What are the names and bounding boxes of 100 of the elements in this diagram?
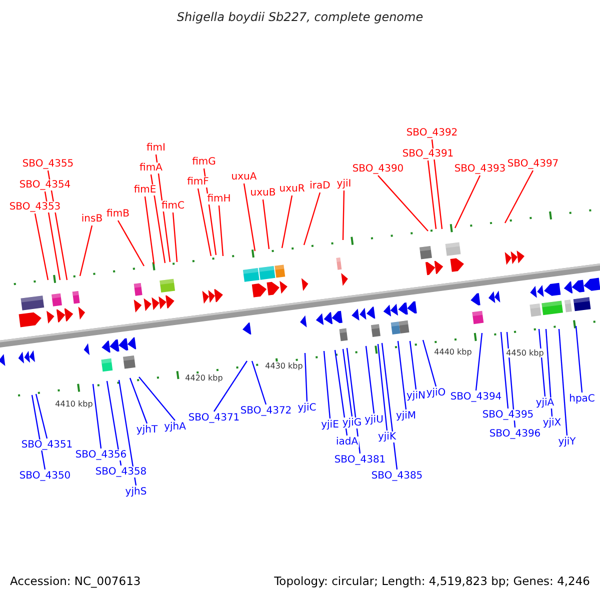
leader-line [381,342,398,470]
gene-label: SBO_4397 [506,158,560,170]
gene-label: SBO_4395 [481,410,535,420]
leader-line [34,213,49,280]
gene-label: SBO_4391 [401,148,455,160]
gene-label: fimG [191,156,217,168]
gene-label: yjiO [425,388,447,398]
gene-label: yjiN [406,390,426,402]
gene-label: hpaC [568,394,596,404]
gene-label: fimA [138,162,164,174]
position-label: 4410 kbp [55,400,93,408]
leader-line [427,160,437,230]
gene-label: SBO_4385 [370,470,424,482]
map-title: Shigella boydii Sb227, complete genome [176,10,424,24]
leader-line [44,191,61,280]
leader-line [243,183,256,252]
leader-line [197,188,212,256]
gene-label: SBO_4372 [239,406,293,416]
gene-label: yjiM [394,410,418,422]
leader-line [431,139,443,230]
leader-line [538,328,546,397]
gene-label: uxuB [249,188,277,198]
leader-line [281,195,293,248]
gene-label: yjiG [341,418,363,428]
leader-line [397,340,407,410]
gene-label: yjiY [557,436,577,448]
gene-label: yjiE [320,420,340,430]
leader-line [475,332,483,391]
gene-label: yjiK [376,432,398,442]
genome-info-text: Accession: NC_007613 [10,574,141,588]
gene-label: fimI [146,142,166,154]
gene-label: yjiU [364,414,384,426]
gene-label: SBO_4390 [351,164,405,174]
leader-line [129,378,148,424]
gene-label: SBO_4355 [21,158,75,170]
leader-line [342,190,345,240]
gene-label: fimE [132,184,158,196]
position-label: 4450 kbp [506,348,544,358]
leader-line [31,394,46,470]
leader-line [144,196,155,264]
leader-line [334,350,348,436]
gene-label: iraD [308,180,332,192]
position-label: 4440 kbp [434,348,472,356]
gene-label: uxuA [230,172,258,182]
gene-label: fimC [160,200,186,212]
leader-line [504,170,534,224]
gene-label: SBO_4393 [453,164,507,174]
leader-line [346,348,361,454]
leader-line [422,340,437,387]
gene-label: SBO_4351 [20,440,74,450]
leader-line [365,346,375,414]
gene-label: iadA [334,436,360,448]
leader-line [117,220,145,266]
leader-line [500,332,509,409]
leader-line [218,205,224,256]
gene-label: yjhS [124,486,148,498]
gene-label: yjiA [534,398,556,408]
leader-line [150,174,166,264]
leader-line [172,212,178,262]
leader-line [138,376,176,421]
gene-label: SBO_4358 [94,466,148,478]
gene-label: fimF [186,176,210,188]
leader-line [251,360,267,405]
leader-line [303,192,321,246]
leader-line [262,199,270,250]
leader-line [304,352,308,402]
gene-label: insB [80,214,104,224]
gene-label: SBO_4356 [74,450,128,460]
gene-label: SBO_4396 [488,428,542,440]
gene-label: SBO_4381 [333,454,387,466]
leader-line [214,360,248,412]
gene-label: yjiC [296,402,318,414]
gene-label: fimH [206,194,232,204]
leader-line [378,175,428,232]
gene-label: yjiX [542,418,562,428]
gene-label: yjiI [336,178,352,190]
leader-line [377,344,388,431]
gene-label: SBO_4371 [187,412,241,424]
leader-line [545,328,553,417]
leader-line [92,384,102,449]
gene-label: yjhA [163,422,187,432]
gene-label: SBO_4354 [18,180,72,190]
leader-line [118,380,137,486]
gene-label: SBO_4394 [449,392,503,402]
leader-line [575,326,583,393]
leader-line [558,328,568,436]
position-label: 4420 kbp [185,374,223,382]
gene-label: SBO_4350 [18,470,72,482]
leader-line [79,225,93,276]
gene-label: uxuR [278,184,306,194]
genome-info-text: Topology: circular; Length: 4,519,823 bp; Genes: 4,246 [274,574,590,588]
leader-line [454,175,481,228]
leader-line [409,340,417,390]
gene-label: SBO_4353 [8,202,62,212]
leader-line [323,350,331,419]
gene-label: yjhT [135,424,159,436]
leader-line [35,394,48,439]
position-label: 4430 kbp [265,362,303,370]
leader-line [106,380,122,466]
leader-line [342,348,353,417]
